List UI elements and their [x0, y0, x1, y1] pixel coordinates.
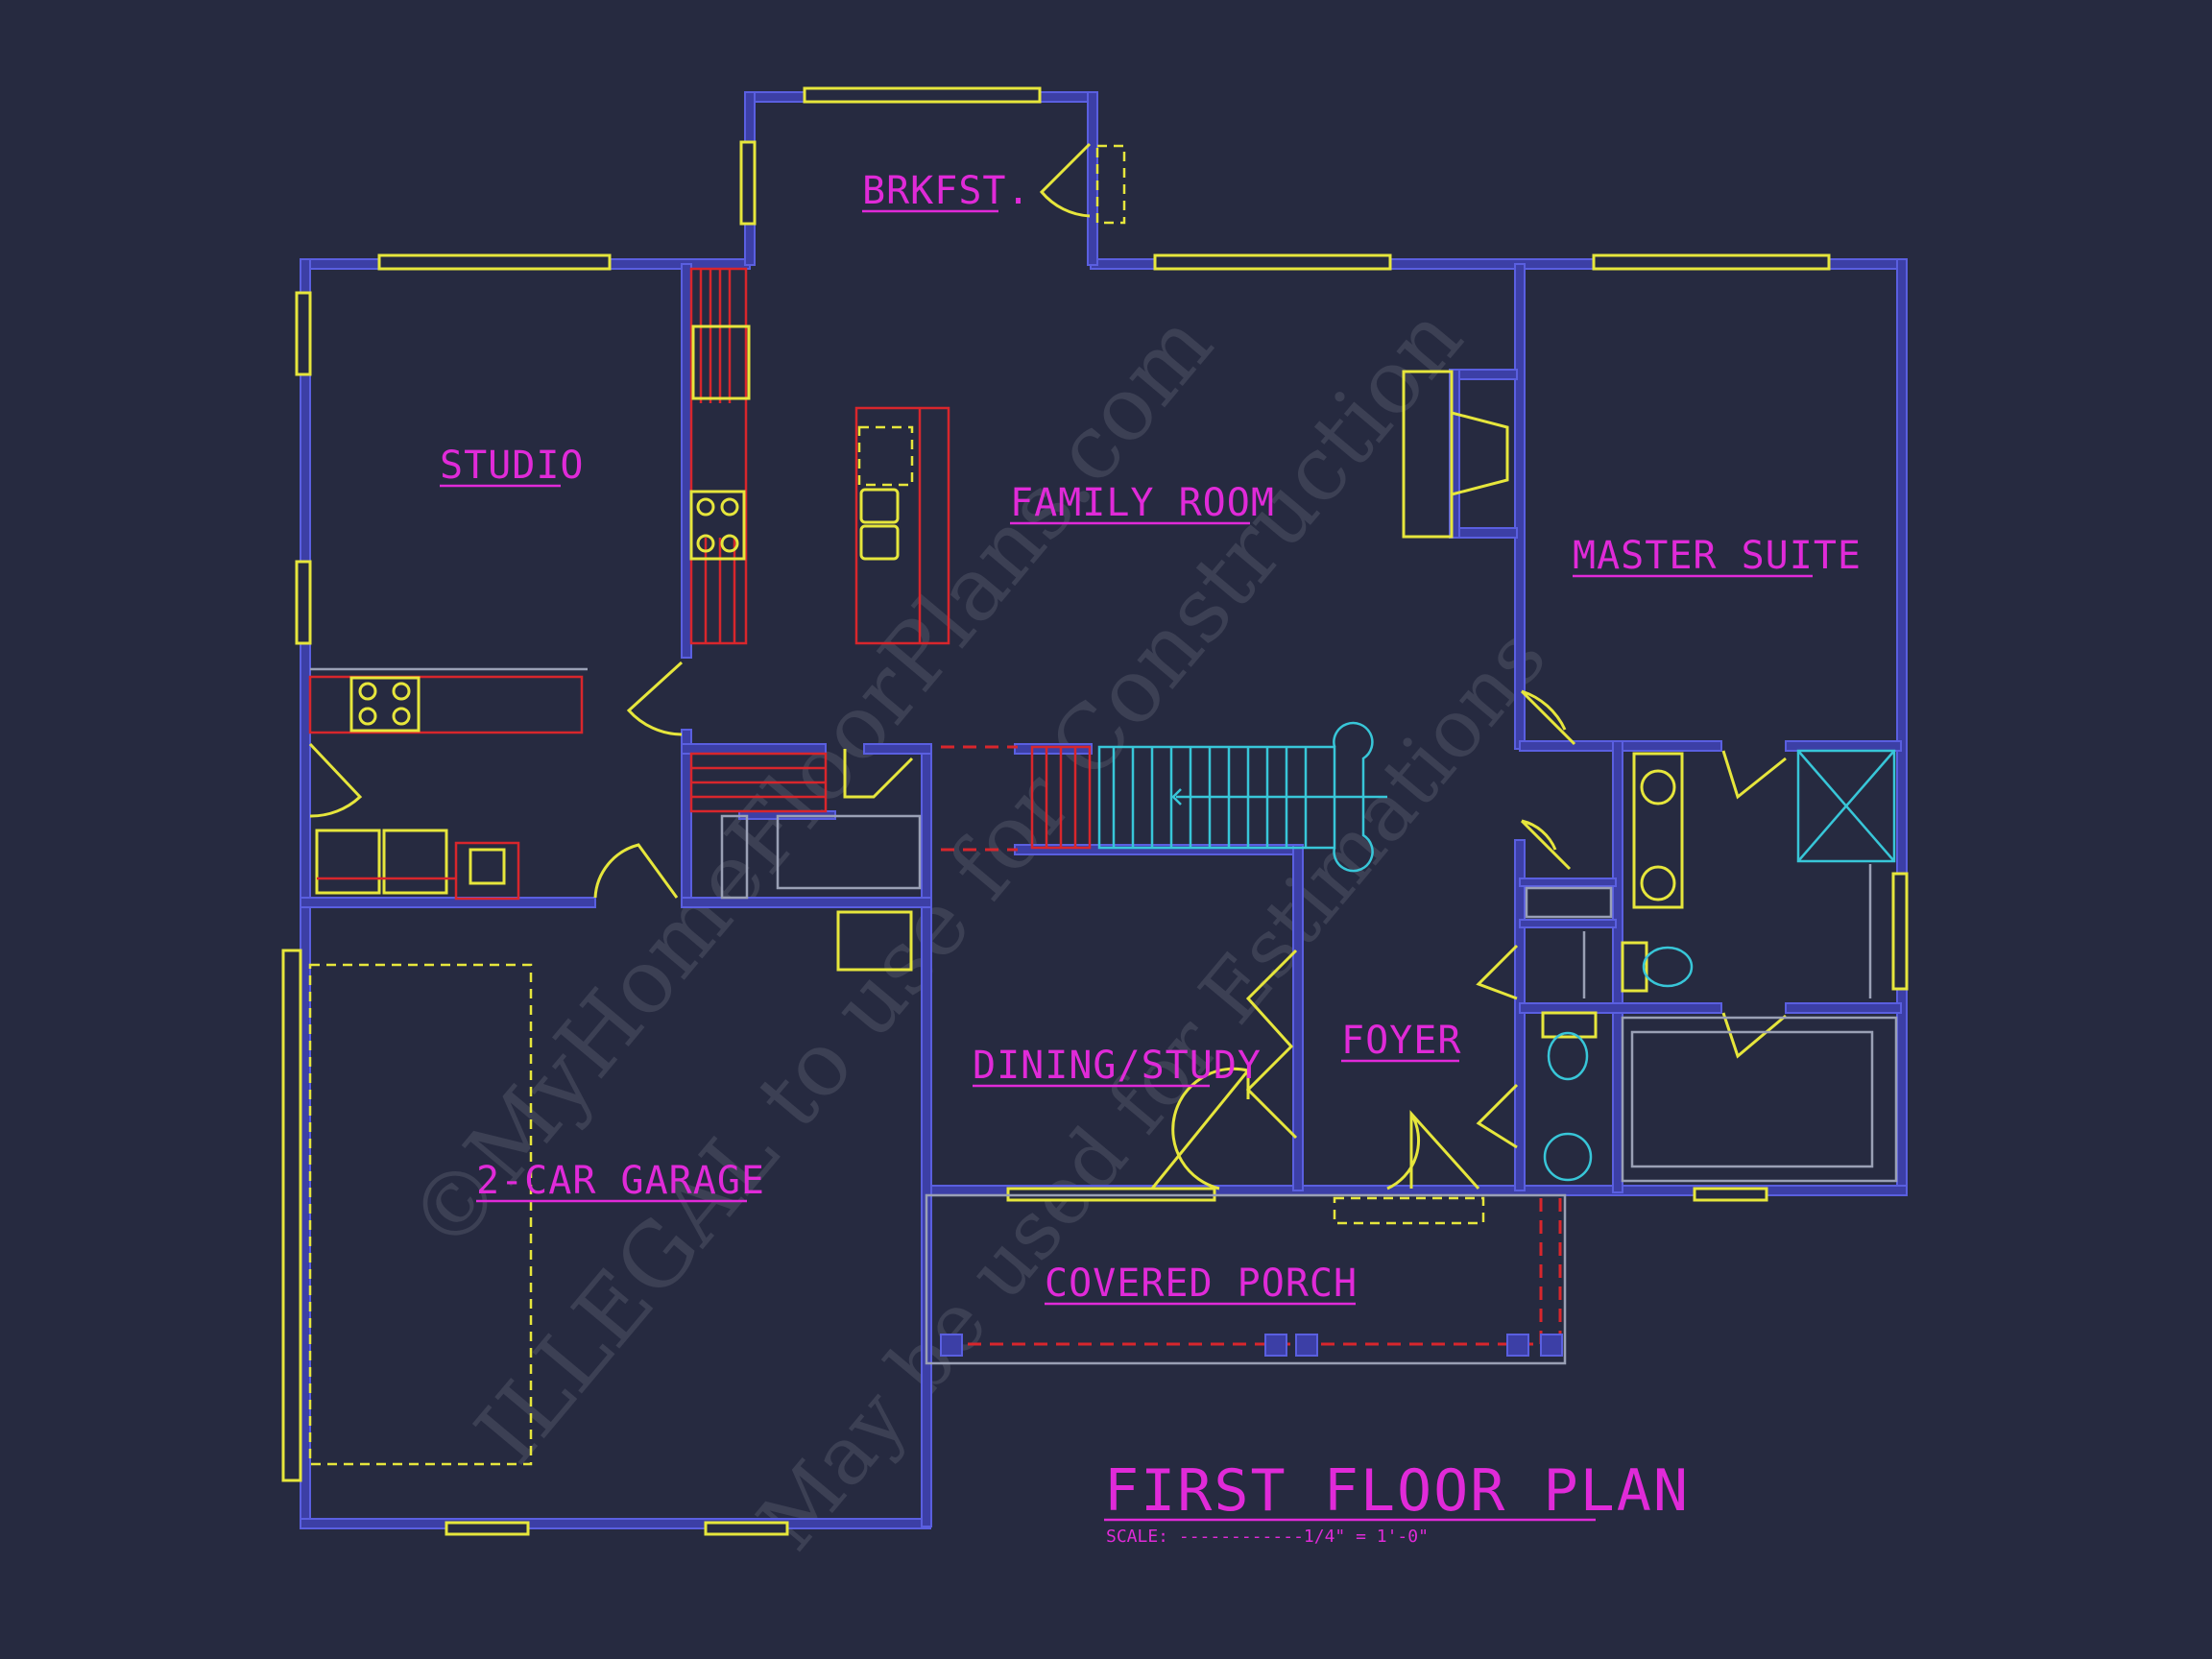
room-label-studio: STUDIO — [440, 444, 585, 488]
window — [1153, 253, 1392, 271]
window — [704, 1521, 789, 1536]
porch-column — [1540, 1334, 1563, 1357]
toilet — [1642, 946, 1694, 988]
room-label-foyer: FOYER — [1341, 1019, 1461, 1063]
window — [1891, 872, 1909, 991]
door — [593, 843, 679, 899]
window — [445, 1521, 530, 1536]
window — [377, 253, 612, 271]
dryer — [382, 829, 448, 895]
door — [843, 749, 914, 799]
porch-column — [940, 1334, 963, 1357]
master-bath-fixtures — [1525, 749, 1898, 1183]
room-labels: BRKFST. STUDIO FAMILY ROOM MASTER SUITE … — [440, 169, 1862, 1306]
window — [803, 86, 1042, 104]
laundry-sink — [469, 848, 506, 885]
kitchenette-cooktop — [349, 676, 421, 733]
room-label-family-room: FAMILY ROOM — [1010, 481, 1275, 525]
window — [295, 291, 312, 376]
vanity-sink — [1640, 865, 1676, 902]
window — [1693, 1187, 1768, 1202]
fireplace — [1402, 370, 1509, 539]
window — [295, 560, 312, 645]
door — [626, 661, 684, 736]
shower — [1796, 749, 1896, 863]
door — [1476, 1083, 1519, 1149]
doors — [308, 142, 1787, 1225]
door — [1245, 949, 1298, 1140]
plan-title: FIRST FLOOR PLAN — [1104, 1457, 1690, 1525]
room-label-master-suite: MASTER SUITE — [1573, 534, 1862, 578]
door — [1721, 1012, 1787, 1059]
door — [1721, 750, 1787, 800]
water-heater — [836, 910, 913, 972]
title-block: FIRST FLOOR PLAN SCALE: ------------1/4"… — [1104, 1457, 1690, 1547]
washer — [315, 829, 381, 895]
window — [1592, 253, 1831, 271]
door — [1039, 142, 1092, 218]
sink — [691, 325, 751, 400]
powder-sink — [1543, 1132, 1593, 1182]
plan-scale: SCALE: ------------1/4" = 1'-0" — [1106, 1527, 1429, 1547]
room-label-covered-porch: COVERED PORCH — [1045, 1262, 1358, 1306]
door — [1476, 944, 1519, 1000]
staircase — [941, 721, 1387, 873]
room-label-garage: 2-CAR GARAGE — [476, 1159, 765, 1203]
porch-column — [1264, 1334, 1287, 1357]
room-label-breakfast: BRKFST. — [862, 169, 1031, 213]
window — [739, 140, 757, 226]
garage-door — [281, 949, 533, 1482]
vanity-sink — [1640, 769, 1676, 805]
kitchen-island — [854, 406, 950, 645]
pantry-stairs — [689, 752, 922, 972]
walls — [300, 91, 1908, 1529]
porch-column — [1295, 1334, 1318, 1357]
toilet — [1547, 1031, 1589, 1081]
cooktop — [689, 490, 746, 561]
door — [1520, 819, 1572, 871]
windows — [295, 86, 1909, 1536]
door — [308, 742, 363, 818]
studio-kitchenette — [308, 667, 588, 901]
kitchen-cabinetry — [689, 267, 950, 645]
porch-column — [1506, 1334, 1529, 1357]
door — [1386, 1110, 1480, 1190]
room-label-dining-study: DINING/STUDY — [973, 1044, 1262, 1088]
covered-porch — [925, 1193, 1567, 1365]
door — [1520, 689, 1576, 746]
